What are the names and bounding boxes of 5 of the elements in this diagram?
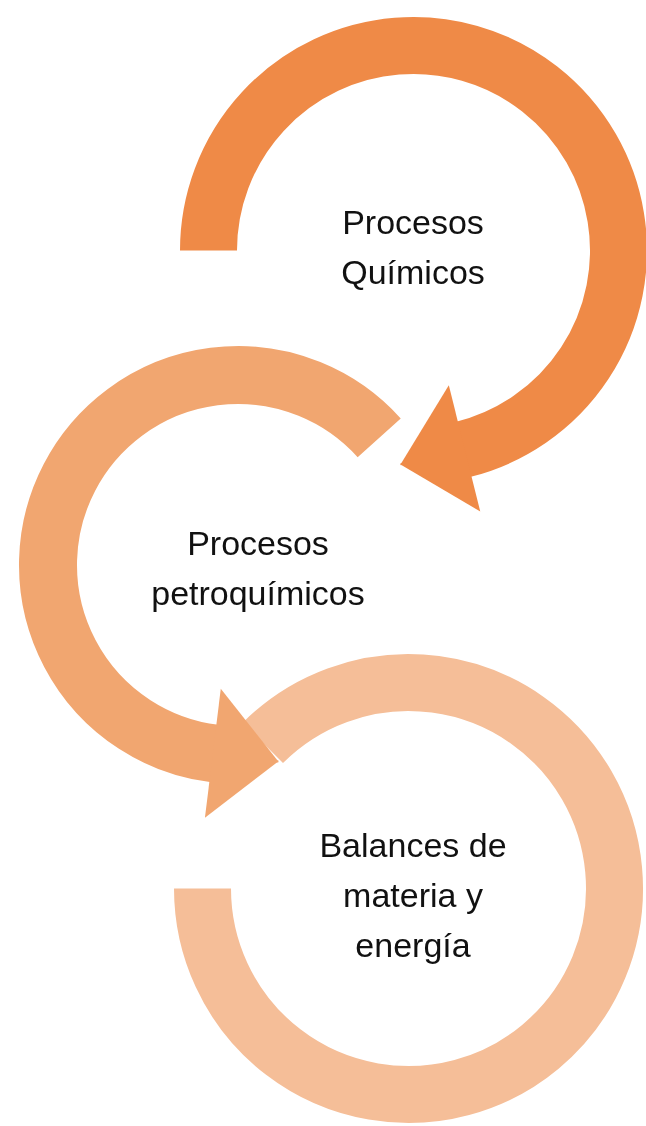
node-label: Balances de materia y energía <box>318 825 508 966</box>
node-label: Procesos petroquímicos <box>150 523 366 614</box>
node-label: Procesos Químicos <box>340 202 486 293</box>
arrow <box>399 385 481 512</box>
arrow <box>204 688 280 818</box>
